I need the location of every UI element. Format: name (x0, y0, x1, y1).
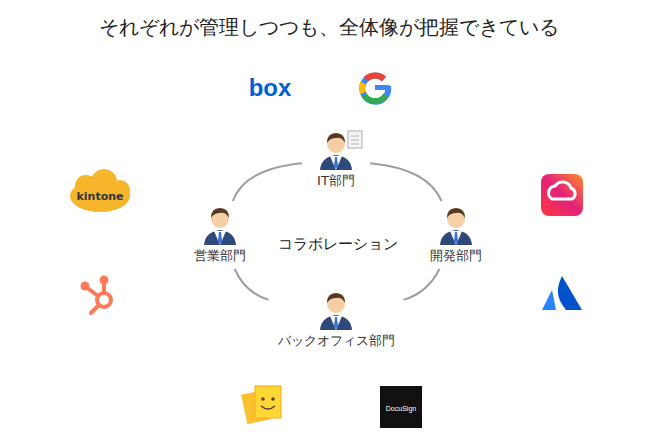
department-label: IT部門 (306, 130, 366, 190)
collaboration-arc (370, 163, 442, 201)
person-icon (201, 205, 239, 245)
title: それぞれが管理しつつも、全体像が把握できている (0, 14, 658, 41)
docusign-square (380, 386, 422, 428)
person-node: 営業部門 (189, 205, 251, 265)
atlassian-logo (542, 276, 582, 310)
logo-text: DocuSign (386, 405, 416, 412)
logo-text: kintone (76, 190, 123, 203)
person-icon (437, 205, 475, 245)
hubspot-logo (83, 278, 112, 314)
document-icon (348, 131, 362, 148)
collaboration-arc (235, 269, 269, 300)
person-icon (317, 130, 355, 170)
logo-text: box (249, 74, 292, 102)
person-node: バックオフィス部門 (273, 290, 400, 350)
adobe-cc-logo (541, 174, 583, 216)
person-node: IT部門 (306, 130, 366, 190)
smiley-card-logo (241, 386, 281, 424)
person-node: 開発部門 (425, 205, 487, 265)
department-label: バックオフィス部門 (273, 290, 400, 350)
department-label: 開発部門 (425, 205, 487, 265)
collaboration-arc (404, 269, 440, 300)
person-icon (317, 290, 355, 330)
center-label: コラボレーション (278, 235, 398, 254)
department-label: 営業部門 (189, 205, 251, 265)
collaboration-arc (233, 163, 302, 201)
kintone-logo (70, 169, 130, 212)
google-logo (362, 75, 389, 101)
